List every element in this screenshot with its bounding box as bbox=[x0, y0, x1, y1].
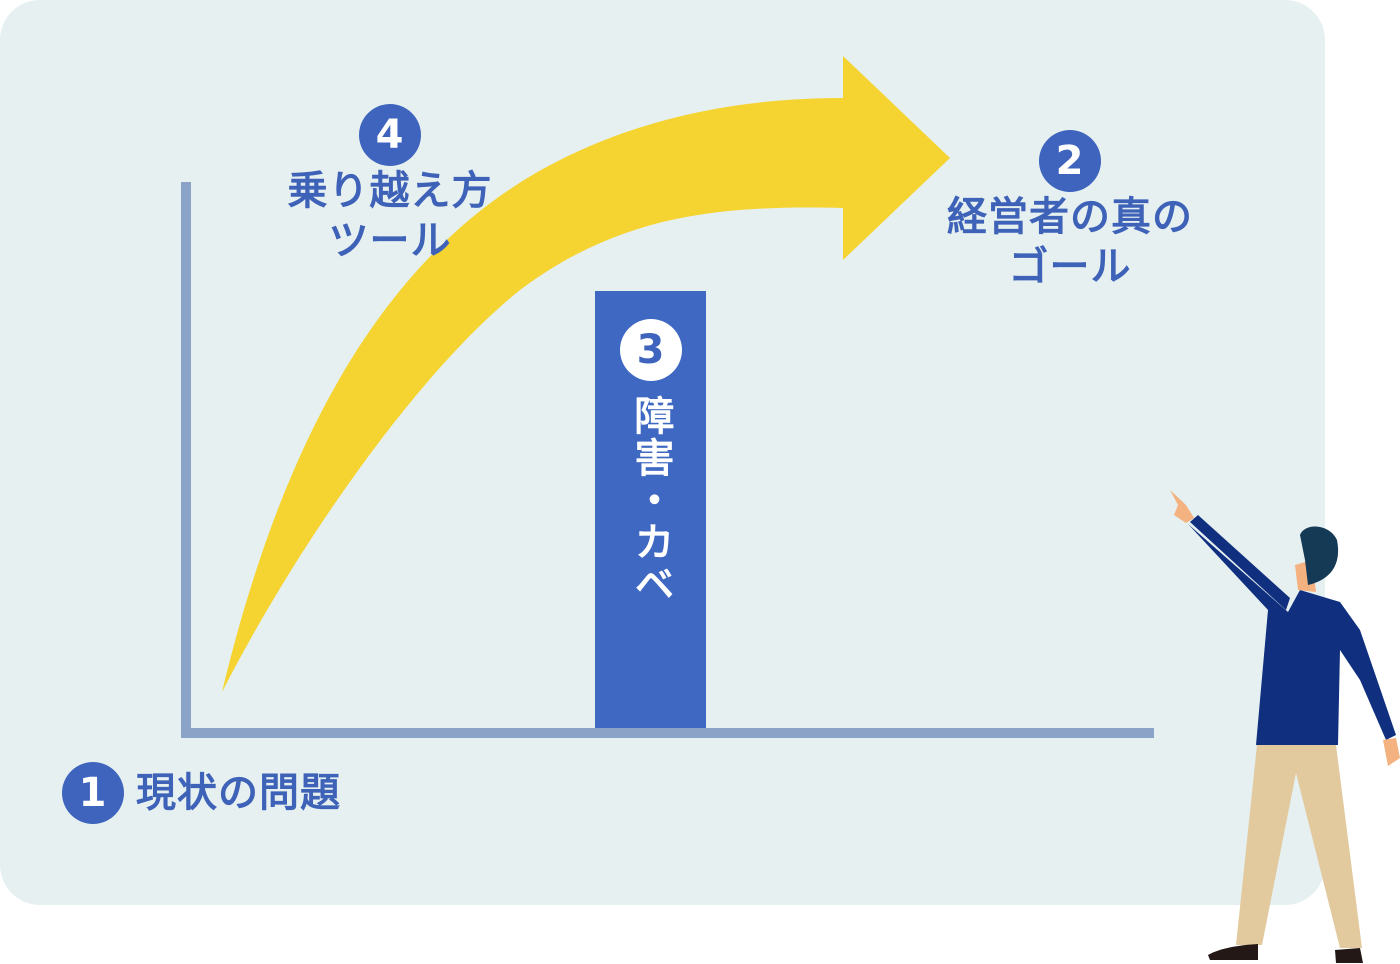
label-tool: 4 乗り越え方 ツール bbox=[255, 104, 525, 266]
x-axis bbox=[181, 728, 1154, 738]
y-axis bbox=[181, 182, 191, 738]
number-badge-4: 4 bbox=[359, 104, 421, 166]
number-badge-2: 2 bbox=[1039, 130, 1101, 192]
label-obstacle: 3 障害・カベ bbox=[595, 291, 706, 728]
label-true-goal: 2 経営者の真の ゴール bbox=[905, 130, 1235, 292]
growth-arrow bbox=[222, 56, 950, 692]
number-badge-1: 1 bbox=[62, 762, 124, 824]
true-goal-line1: 経営者の真の bbox=[947, 194, 1193, 240]
person-illustration bbox=[1170, 490, 1400, 963]
true-goal-line2: ゴール bbox=[1008, 244, 1132, 290]
obstacle-text: 障害・カベ bbox=[627, 395, 674, 605]
current-problem-text: 現状の問題 bbox=[136, 770, 341, 816]
number-badge-3: 3 bbox=[619, 319, 682, 381]
tool-line1: 乗り越え方 bbox=[287, 168, 493, 214]
tool-line2: ツール bbox=[328, 218, 452, 264]
label-current-problem: 1 現状の問題 bbox=[62, 762, 341, 824]
